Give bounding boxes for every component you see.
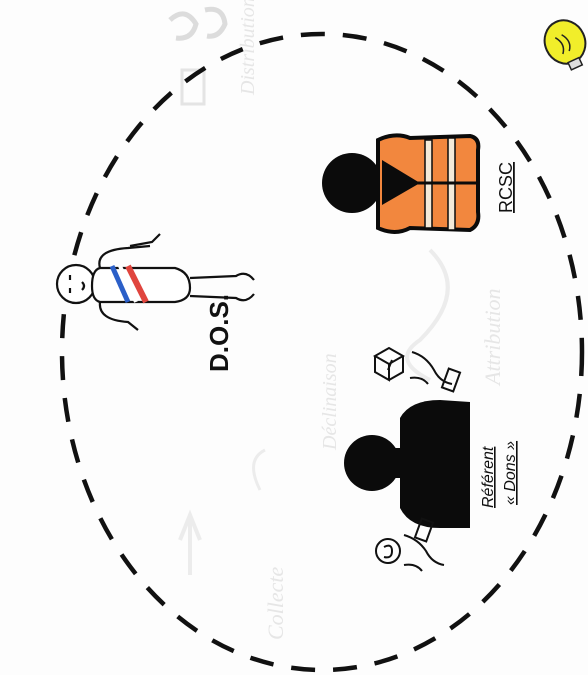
- hand-box-icon: [372, 346, 462, 393]
- rcsc-figure: RCSC: [322, 133, 516, 234]
- faint-label-collecte: Collecte: [263, 566, 288, 640]
- recycle-icon: [168, 6, 228, 41]
- faint-box-icon: [180, 68, 206, 106]
- faint-label-declinaison: Déclinaison: [319, 353, 341, 451]
- referent-figure: Référent « Dons »: [344, 400, 519, 528]
- dos-label: D.O.S.: [204, 294, 234, 372]
- rcsc-label: RCSC: [496, 162, 516, 213]
- faint-curve-icon: [405, 248, 450, 382]
- faint-label-attribution: Attribution: [480, 288, 505, 387]
- person-mayor-icon: [55, 233, 255, 331]
- person-silhouette-icon: [344, 400, 470, 528]
- lightbulb-icon: [543, 19, 587, 71]
- dashed-boundary-circle: [59, 31, 585, 673]
- faint-bracket-icon: [252, 448, 266, 491]
- faint-background-layer: Distribution Attribution Déclinaison Col…: [168, 0, 505, 640]
- rcsc-head-icon: [322, 153, 382, 213]
- referent-label-line1: Référent: [480, 446, 497, 508]
- vest-icon: [376, 133, 481, 234]
- faint-label-distribution: Distribution: [237, 0, 259, 96]
- referent-label-line2: « Dons »: [502, 441, 519, 505]
- hand-coin-icon: [375, 517, 445, 572]
- faint-arrow-icon: [178, 509, 202, 575]
